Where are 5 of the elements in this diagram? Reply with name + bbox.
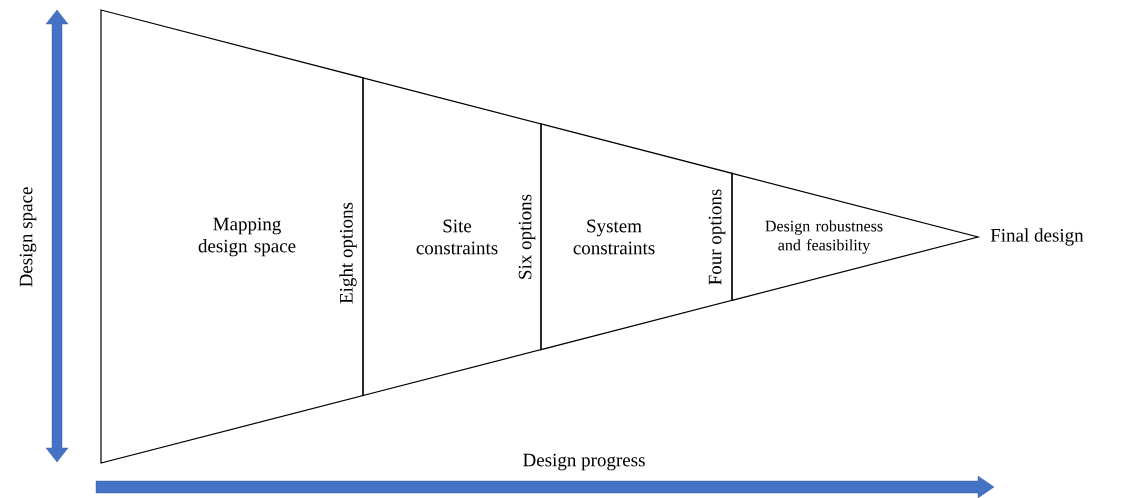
axis-label: Design progress: [523, 453, 645, 471]
axis-label: Eight options: [339, 202, 357, 304]
axis-label: Four options: [708, 189, 726, 285]
axis-label: Six options: [518, 194, 536, 279]
axis-label: Design space: [19, 187, 37, 287]
